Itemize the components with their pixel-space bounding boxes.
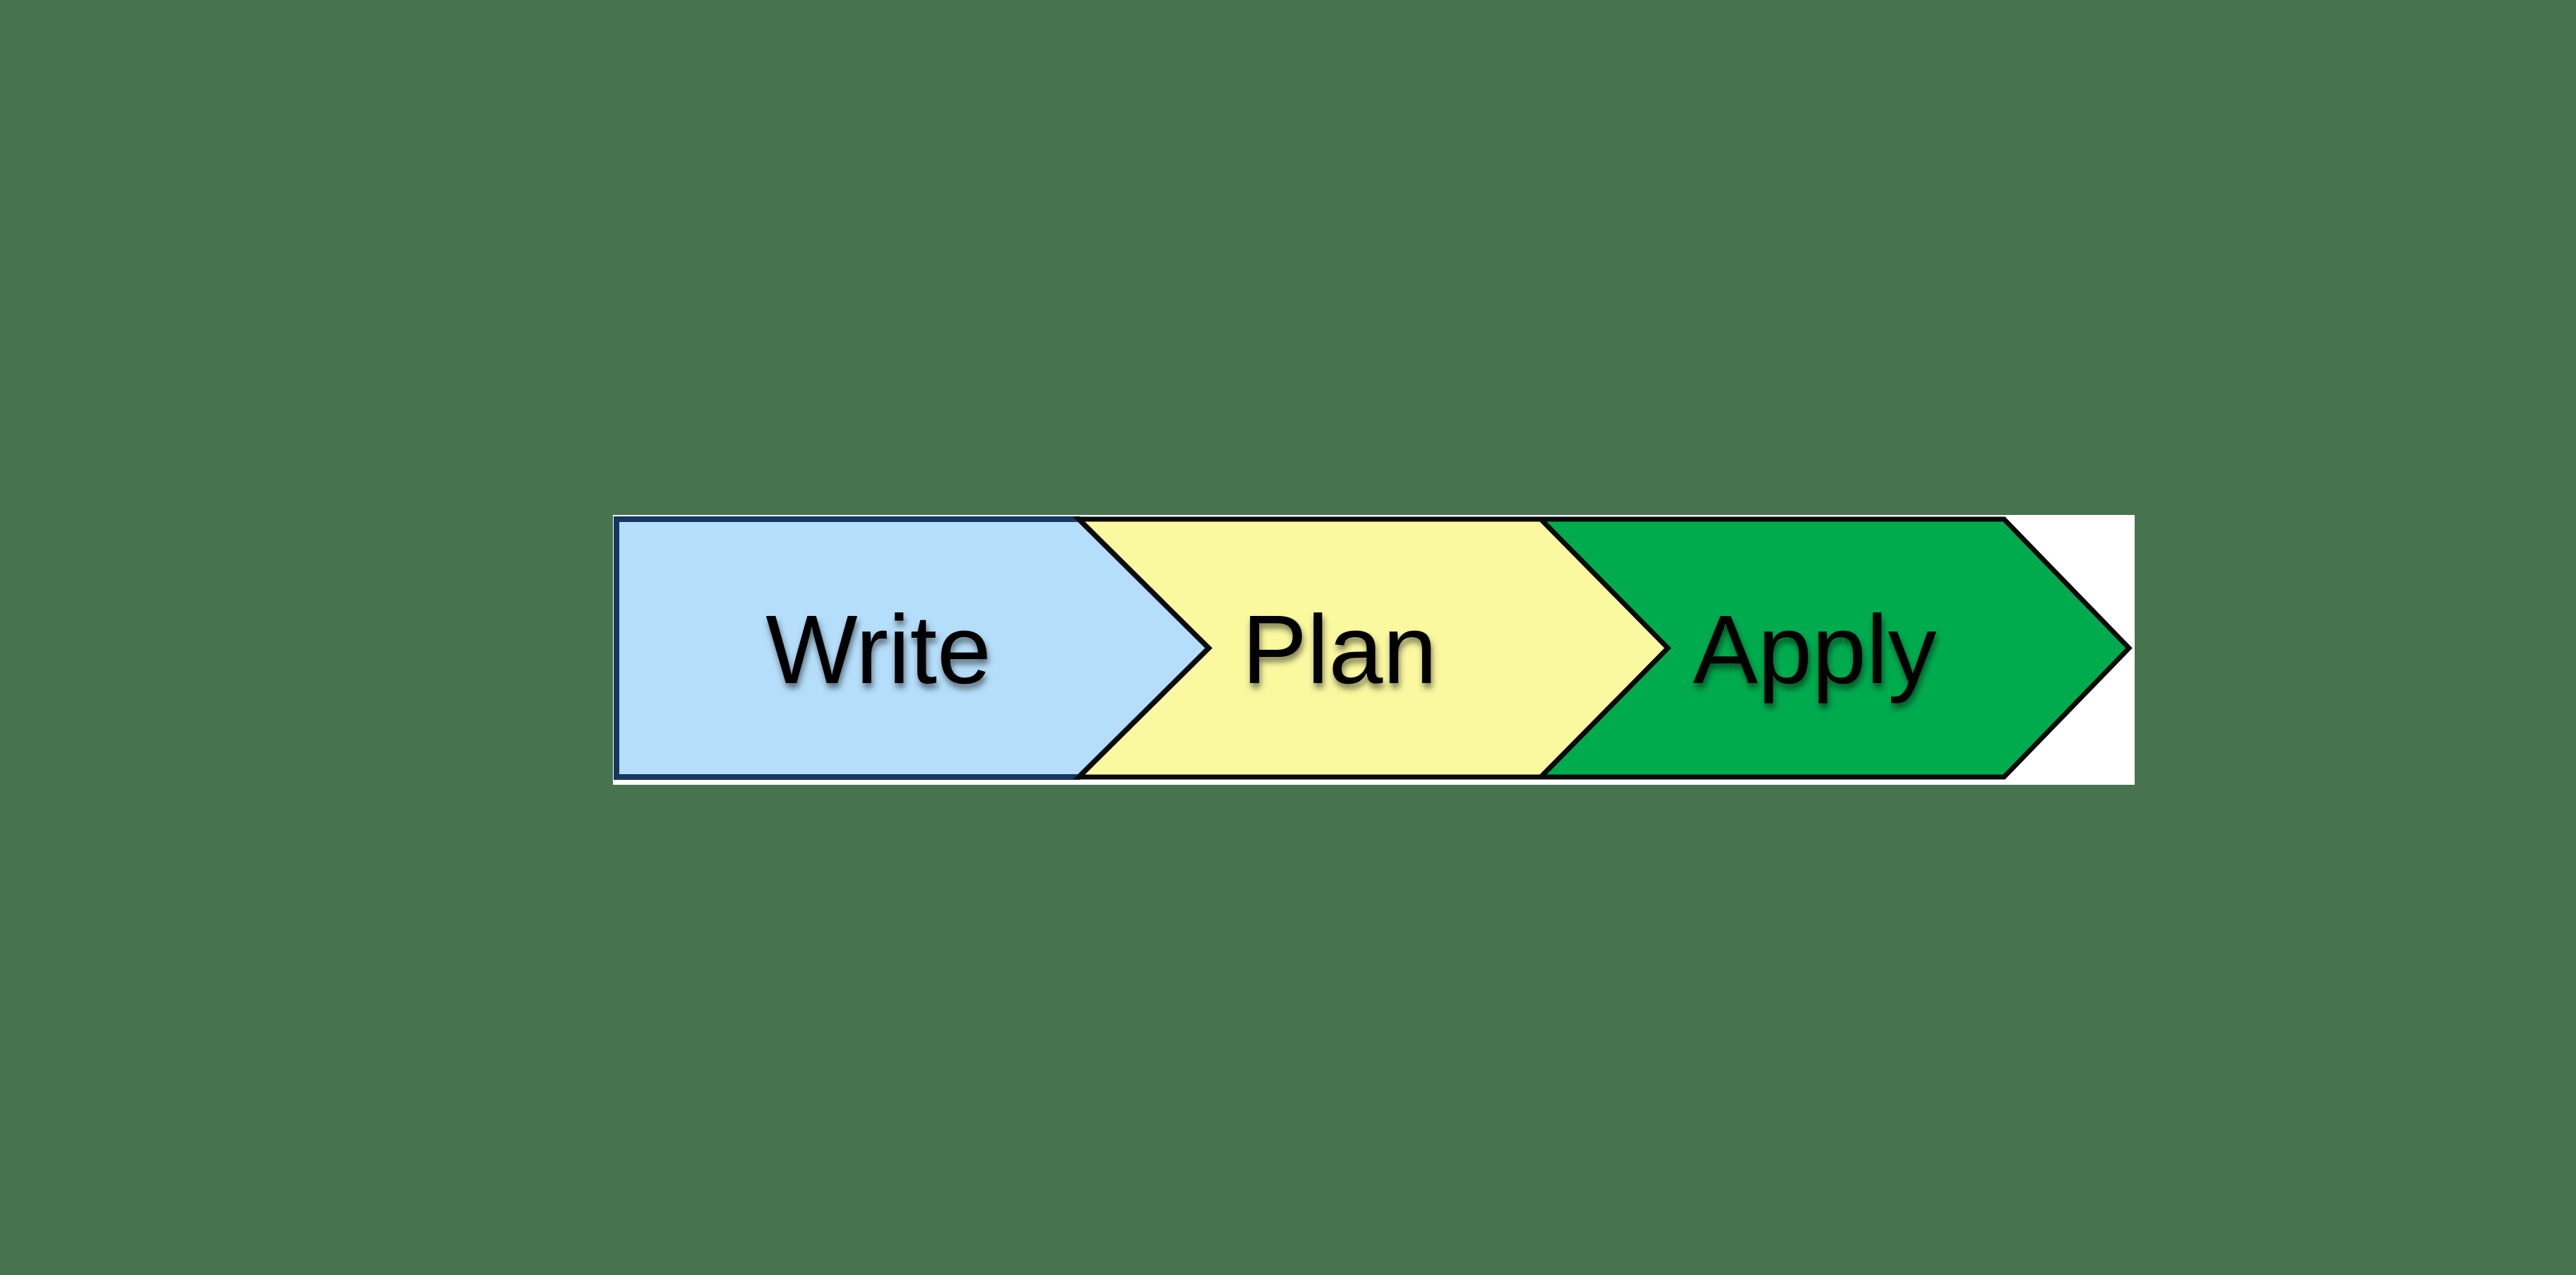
chevron-apply-label: Apply: [1693, 595, 1936, 704]
process-flow-diagram: Write Plan Apply: [613, 515, 2135, 785]
chevron-apply: [1534, 516, 2133, 780]
chevron-plan-label: Plan: [1242, 595, 1437, 704]
chevron-write-label: Write: [765, 595, 991, 704]
chevron-diagram-svg: Write Plan Apply: [613, 515, 2135, 785]
